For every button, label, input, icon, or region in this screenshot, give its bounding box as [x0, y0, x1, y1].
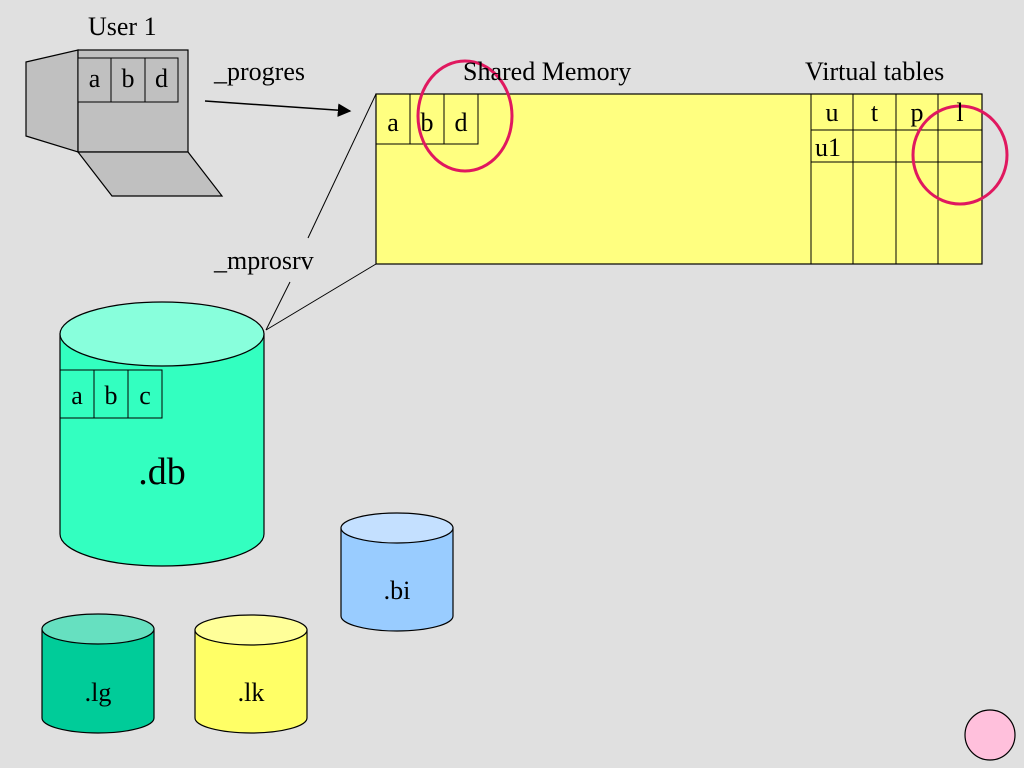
- user-record-box: [77, 57, 179, 103]
- progres-label: _progres: [214, 57, 305, 86]
- shared-memory-title: Shared Memory: [463, 57, 632, 86]
- db-cylinder: [59, 301, 265, 567]
- lk-label: .lk: [237, 678, 265, 707]
- lg-cylinder: [41, 613, 155, 734]
- progres-arrow: [204, 100, 352, 117]
- user-field-cell: b: [121, 64, 135, 93]
- user-field-cell: a: [88, 64, 101, 93]
- virtual-tables-grid: [810, 94, 982, 264]
- corner-nav-circle[interactable]: [964, 709, 1016, 761]
- terminal-side: [25, 49, 79, 153]
- mprosrv-line-upper: [307, 93, 377, 239]
- shared-memory-block: [375, 93, 983, 265]
- bi-label: .bi: [383, 576, 411, 605]
- user-field-cell: d: [155, 64, 168, 93]
- shared-memory-record: [375, 93, 479, 145]
- lk-cylinder: [194, 614, 308, 734]
- db-record: [59, 369, 163, 419]
- vt-header-cell: l: [956, 98, 964, 127]
- db-label: .db: [138, 451, 186, 493]
- vt-header-cell: u: [825, 98, 839, 127]
- user-terminal: [25, 49, 224, 197]
- db-field-cell: a: [71, 381, 83, 410]
- vt-row-cell: u1: [815, 133, 841, 162]
- db-field-cell: c: [139, 381, 151, 410]
- mprosrv-label: _mprosrv: [214, 246, 314, 275]
- highlight-ring-shared-record: [416, 59, 514, 173]
- lg-label: .lg: [84, 678, 112, 707]
- user-label: User 1: [88, 12, 157, 41]
- shared-field-cell: b: [420, 108, 434, 137]
- vt-header-cell: p: [910, 98, 924, 127]
- terminal-keyboard: [76, 151, 224, 197]
- mprosrv-line-lower: [265, 263, 377, 331]
- highlight-ring-lock-column: [911, 104, 1009, 206]
- vt-header-cell: t: [870, 98, 879, 127]
- shared-field-cell: a: [387, 108, 399, 137]
- bi-cylinder: [340, 512, 454, 632]
- mprosrv-line-db: [265, 281, 291, 331]
- virtual-tables-title: Virtual tables: [805, 57, 945, 86]
- db-field-cell: b: [104, 381, 118, 410]
- shared-field-cell: d: [454, 108, 468, 137]
